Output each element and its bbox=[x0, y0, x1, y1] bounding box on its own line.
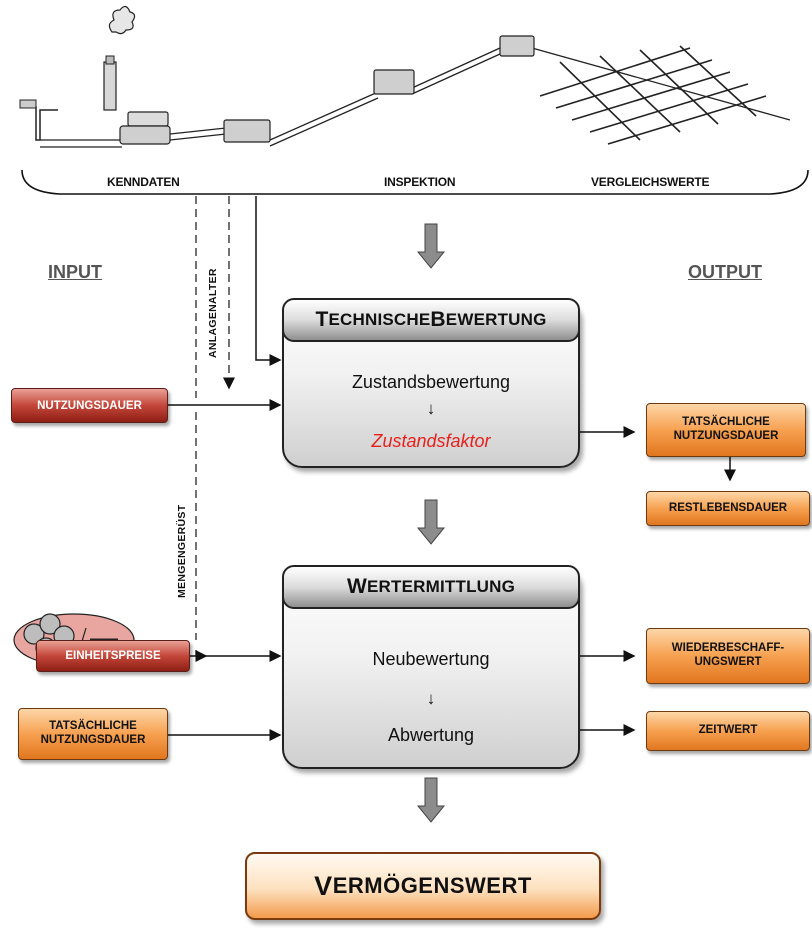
pipeline-icon bbox=[40, 47, 791, 148]
process-arrow-icon: ↓ bbox=[426, 399, 436, 418]
infrastructure-bracket bbox=[21, 169, 809, 195]
input-nutzungsdauer: NUTZUNGSDAUER bbox=[11, 388, 168, 423]
label-inspektion: INSPEKTION bbox=[384, 175, 456, 189]
zustandsfaktor-text: Zustandsfaktor bbox=[371, 431, 491, 451]
neubewertung-text: Neubewertung bbox=[372, 649, 490, 669]
input-einheitspreise: EINHEITSPREISE bbox=[36, 640, 190, 672]
process-arrow-icon: ↓ bbox=[426, 689, 436, 708]
network-grid-icon bbox=[539, 45, 767, 145]
flow-arrow-1 bbox=[416, 223, 446, 269]
input-header: INPUT bbox=[48, 262, 102, 282]
label-anlagenalter: ANLAGENALTER bbox=[207, 268, 219, 358]
label-vergleichswerte: VERGLEICHSWERTE bbox=[591, 175, 710, 189]
zustandsbewertung-text: Zustandsbewertung bbox=[351, 372, 511, 392]
output-restlebensdauer: RESTLEBENSDAUER bbox=[646, 491, 810, 526]
label-mengengeruest: MENGENGERÜST bbox=[176, 504, 188, 598]
label-kenndaten: KENNDATEN bbox=[107, 175, 180, 189]
station-icons bbox=[119, 35, 535, 145]
abwertung-text: Abwertung bbox=[387, 725, 475, 745]
flow-arrow-2 bbox=[416, 499, 446, 545]
flow-arrow-3 bbox=[416, 777, 446, 823]
output-wiederbeschaffungswert: WIEDERBESCHAFF-UNGSWERT bbox=[646, 628, 810, 684]
output-tatsaechliche-nutzungsdauer: TATSÄCHLICHE NUTZUNGSDAUER bbox=[646, 403, 806, 457]
factory-icon bbox=[19, 5, 136, 141]
output-header: OUTPUT bbox=[688, 262, 762, 282]
output-zeitwert: ZEITWERT bbox=[646, 711, 810, 751]
input-tatsaechliche-nutzungsdauer: TATSÄCHLICHE NUTZUNGSDAUER bbox=[18, 708, 168, 760]
